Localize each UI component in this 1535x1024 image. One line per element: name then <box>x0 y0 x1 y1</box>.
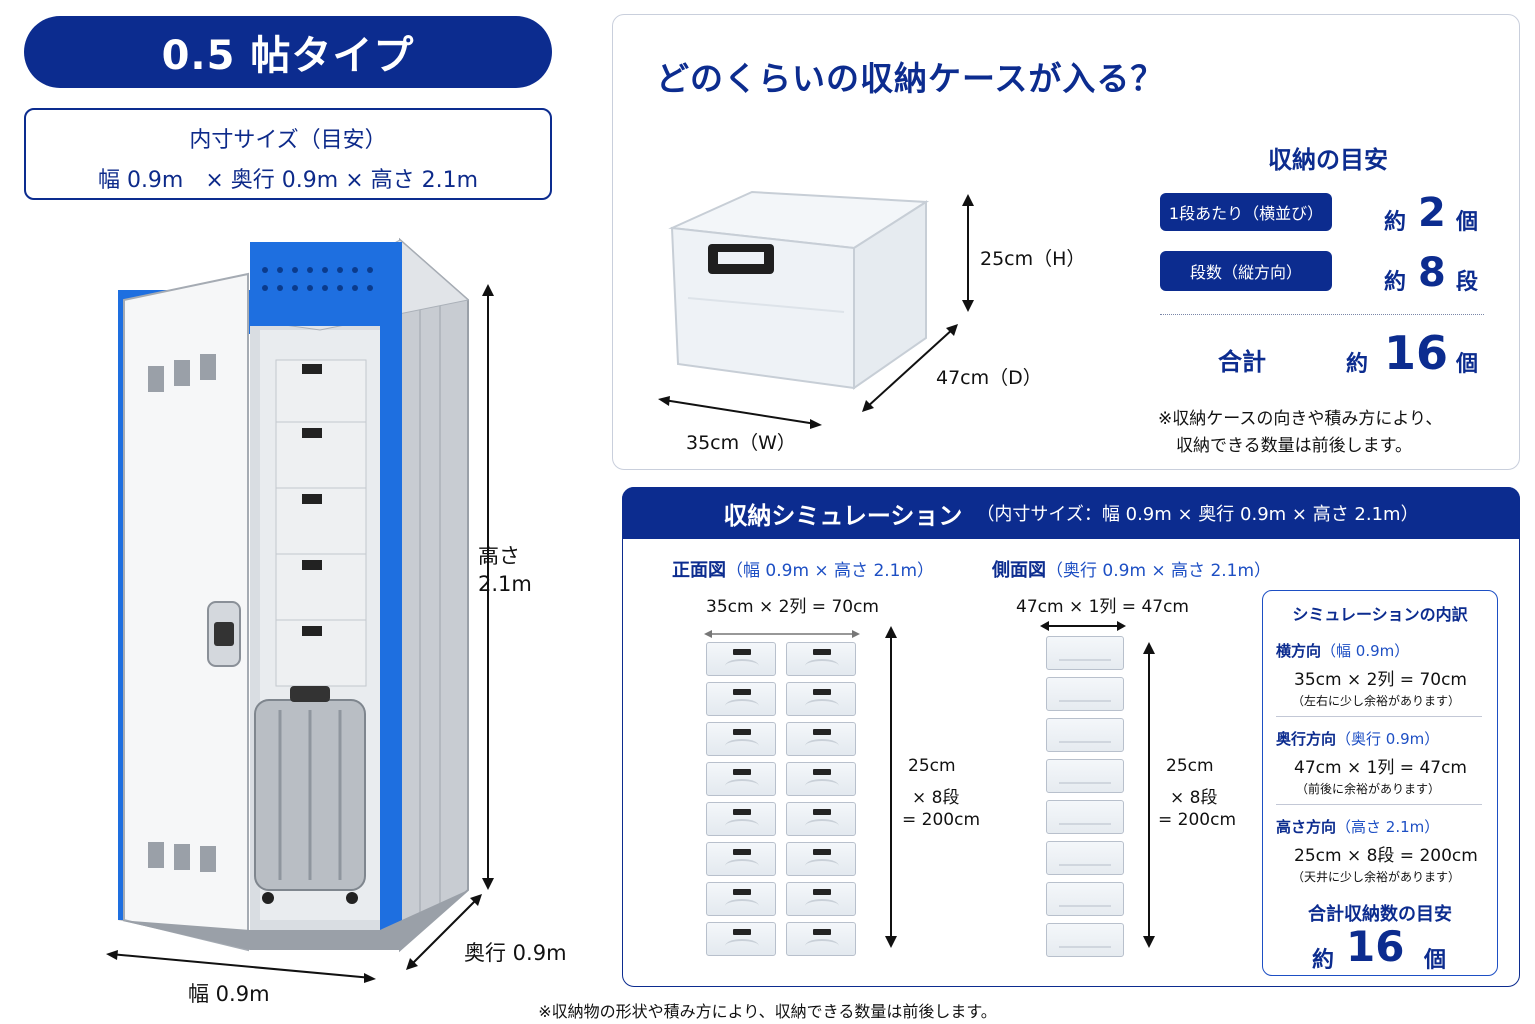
breakdown-horizontal-sub: （幅 0.9m） <box>1321 642 1410 660</box>
simulation-title: 収納シミュレーション <box>723 501 963 530</box>
storage-case-illustration <box>668 190 930 390</box>
breakdown-title: シミュレーションの内訳 <box>1292 605 1468 624</box>
breakdown-total-title: 合計収納数の目安 <box>1308 904 1452 925</box>
breakdown-total-value: 16 <box>1346 922 1405 971</box>
width-arrow <box>106 950 376 983</box>
breakdown-horizontal-note: （左右に少し余裕があります） <box>1292 694 1461 708</box>
total-value: 16 <box>1384 326 1449 380</box>
breakdown-height-head: 高さ方向（高さ 2.1m） <box>1276 816 1439 837</box>
total-prefix: 約 <box>1346 352 1369 377</box>
front-h1: 25cm <box>908 756 956 776</box>
depth-label: 奥行 0.9m <box>464 941 567 965</box>
total-label: 合計 <box>1218 348 1266 376</box>
side-view-sub: （奥行 0.9m × 高さ 2.1m） <box>1046 561 1272 581</box>
breakdown-height-note: （天井に少し余裕があります） <box>1292 870 1461 884</box>
width-label: 幅 0.9m <box>188 982 270 1006</box>
row1-label: 1段あたり（横並び） <box>1160 193 1332 231</box>
breakdown-depth-head: 奥行方向（奥行 0.9m） <box>1276 728 1439 749</box>
simulation-subtitle: （内寸サイズ：幅 0.9m × 奥行 0.9m × 高さ 2.1m） <box>976 504 1419 525</box>
footer-note: ※収納物の形状や積み方により、収納できる数量は前後します。 <box>538 1002 997 1021</box>
row2-unit: 段 <box>1456 270 1479 295</box>
page-title: 0.5 帖タイプ <box>24 16 552 88</box>
side-view-heading: 側面図（奥行 0.9m × 高さ 2.1m） <box>992 556 1271 582</box>
breakdown-divider-2 <box>1276 804 1482 805</box>
case-width-arrow <box>658 396 822 429</box>
breakdown-depth-value: 47cm × 1列 = 47cm <box>1294 758 1467 778</box>
case-note-line2: 収納できる数量は前後します。 <box>1176 436 1412 456</box>
height-value: 2.1m <box>478 572 532 596</box>
breakdown-depth-title: 奥行方向 <box>1276 730 1337 748</box>
front-h2: × 8段 <box>912 788 960 808</box>
front-h3: = 200cm <box>902 810 981 830</box>
front-view-title: 正面図 <box>672 560 726 581</box>
front-view-heading: 正面図（幅 0.9m × 高さ 2.1m） <box>672 556 934 582</box>
side-h3: = 200cm <box>1158 810 1237 830</box>
inner-size-value: 幅 0.9m × 奥行 0.9m × 高さ 2.1m <box>97 168 479 193</box>
side-calc: 47cm × 1列 = 47cm <box>1016 597 1189 617</box>
breakdown-height-title: 高さ方向 <box>1276 818 1337 836</box>
breakdown-height-value: 25cm × 8段 = 200cm <box>1294 846 1478 866</box>
simulation-header: 収納シミュレーション （内寸サイズ：幅 0.9m × 奥行 0.9m × 高さ … <box>622 487 1520 539</box>
front-width-arrow <box>704 630 860 638</box>
breakdown-depth-sub: （奥行 0.9m） <box>1336 730 1440 748</box>
breakdown-total-unit: 個 <box>1424 948 1447 973</box>
total-unit: 個 <box>1456 352 1479 377</box>
side-stack <box>1046 636 1126 958</box>
breakdown-horizontal-value: 35cm × 2列 = 70cm <box>1294 670 1467 690</box>
side-h1: 25cm <box>1166 756 1214 776</box>
case-panel-title: どのくらいの収納ケースが入る？ <box>656 59 1165 98</box>
case-depth-label: 47cm（D） <box>936 367 1042 389</box>
height-arrow <box>482 284 494 890</box>
row2-label: 段数（縦方向） <box>1160 251 1332 291</box>
row2-value: 8 <box>1418 250 1446 296</box>
side-depth-arrow <box>1040 621 1126 631</box>
side-height-arrow <box>1143 642 1155 948</box>
breakdown-box <box>1262 590 1498 976</box>
breakdown-horizontal-head: 横方向（幅 0.9m） <box>1276 640 1409 661</box>
inner-size-label: 内寸サイズ（目安） <box>189 128 387 153</box>
row1-value: 2 <box>1418 190 1446 236</box>
guide-divider <box>1160 314 1484 315</box>
row1-prefix: 約 <box>1384 210 1407 235</box>
depth-arrow <box>406 894 482 970</box>
case-width-label: 35cm（W） <box>686 432 796 454</box>
height-label: 高さ <box>478 544 520 568</box>
front-height-arrow <box>885 626 897 948</box>
breakdown-height-sub: （高さ 2.1m） <box>1336 818 1440 836</box>
case-height-arrow <box>962 194 974 312</box>
inner-size-box: 内寸サイズ（目安） 幅 0.9m × 奥行 0.9m × 高さ 2.1m <box>24 108 552 200</box>
row2-prefix: 約 <box>1384 270 1407 295</box>
front-calc: 35cm × 2列 = 70cm <box>706 597 879 617</box>
side-view-title: 側面図 <box>992 560 1046 581</box>
storage-unit-illustration <box>118 237 470 953</box>
case-height-label: 25cm（H） <box>980 248 1086 270</box>
breakdown-total-prefix: 約 <box>1312 948 1335 973</box>
case-note-line1: ※収納ケースの向きや積み方により、 <box>1158 409 1443 429</box>
side-h2: × 8段 <box>1170 788 1218 808</box>
front-stack <box>706 642 866 964</box>
case-depth-arrow <box>862 324 958 412</box>
breakdown-divider-1 <box>1276 716 1482 717</box>
front-view-sub: （幅 0.9m × 高さ 2.1m） <box>726 561 935 581</box>
breakdown-horizontal-title: 横方向 <box>1276 642 1322 660</box>
breakdown-depth-note: （前後に余裕があります） <box>1296 782 1441 796</box>
row1-unit: 個 <box>1456 210 1479 235</box>
guide-title: 収納の目安 <box>1268 146 1388 174</box>
